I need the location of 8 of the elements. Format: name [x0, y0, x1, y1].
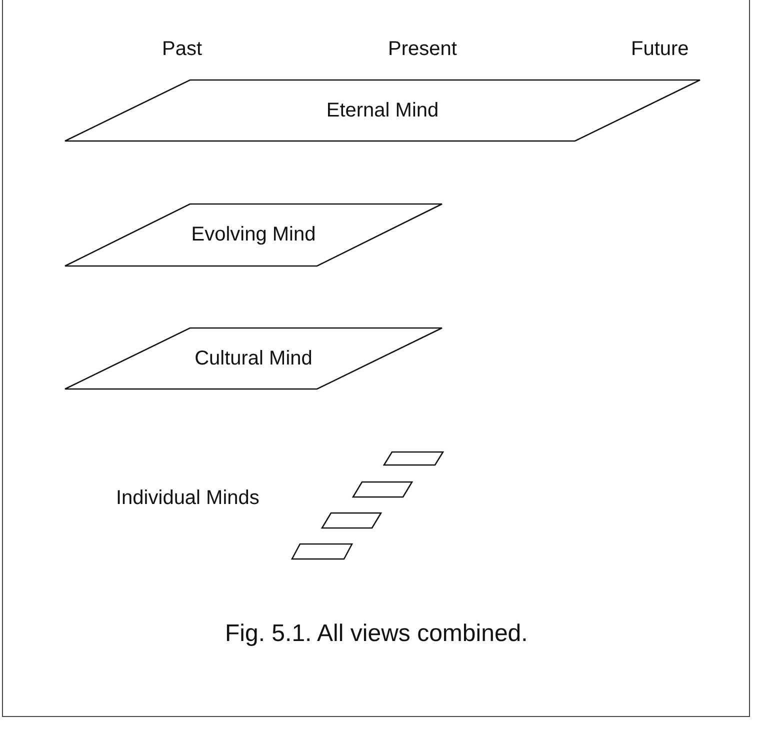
group-label: Individual Minds [116, 487, 260, 510]
time-label: Future [631, 38, 689, 61]
time-label: Past [162, 38, 202, 61]
plane-label: Cultural Mind [194, 347, 312, 369]
plane-label: Eternal Mind [326, 99, 439, 121]
plane-label: Evolving Mind [191, 224, 316, 246]
time-label: Present [388, 38, 457, 61]
figure-caption: Fig. 5.1. All views combined. [225, 620, 528, 648]
